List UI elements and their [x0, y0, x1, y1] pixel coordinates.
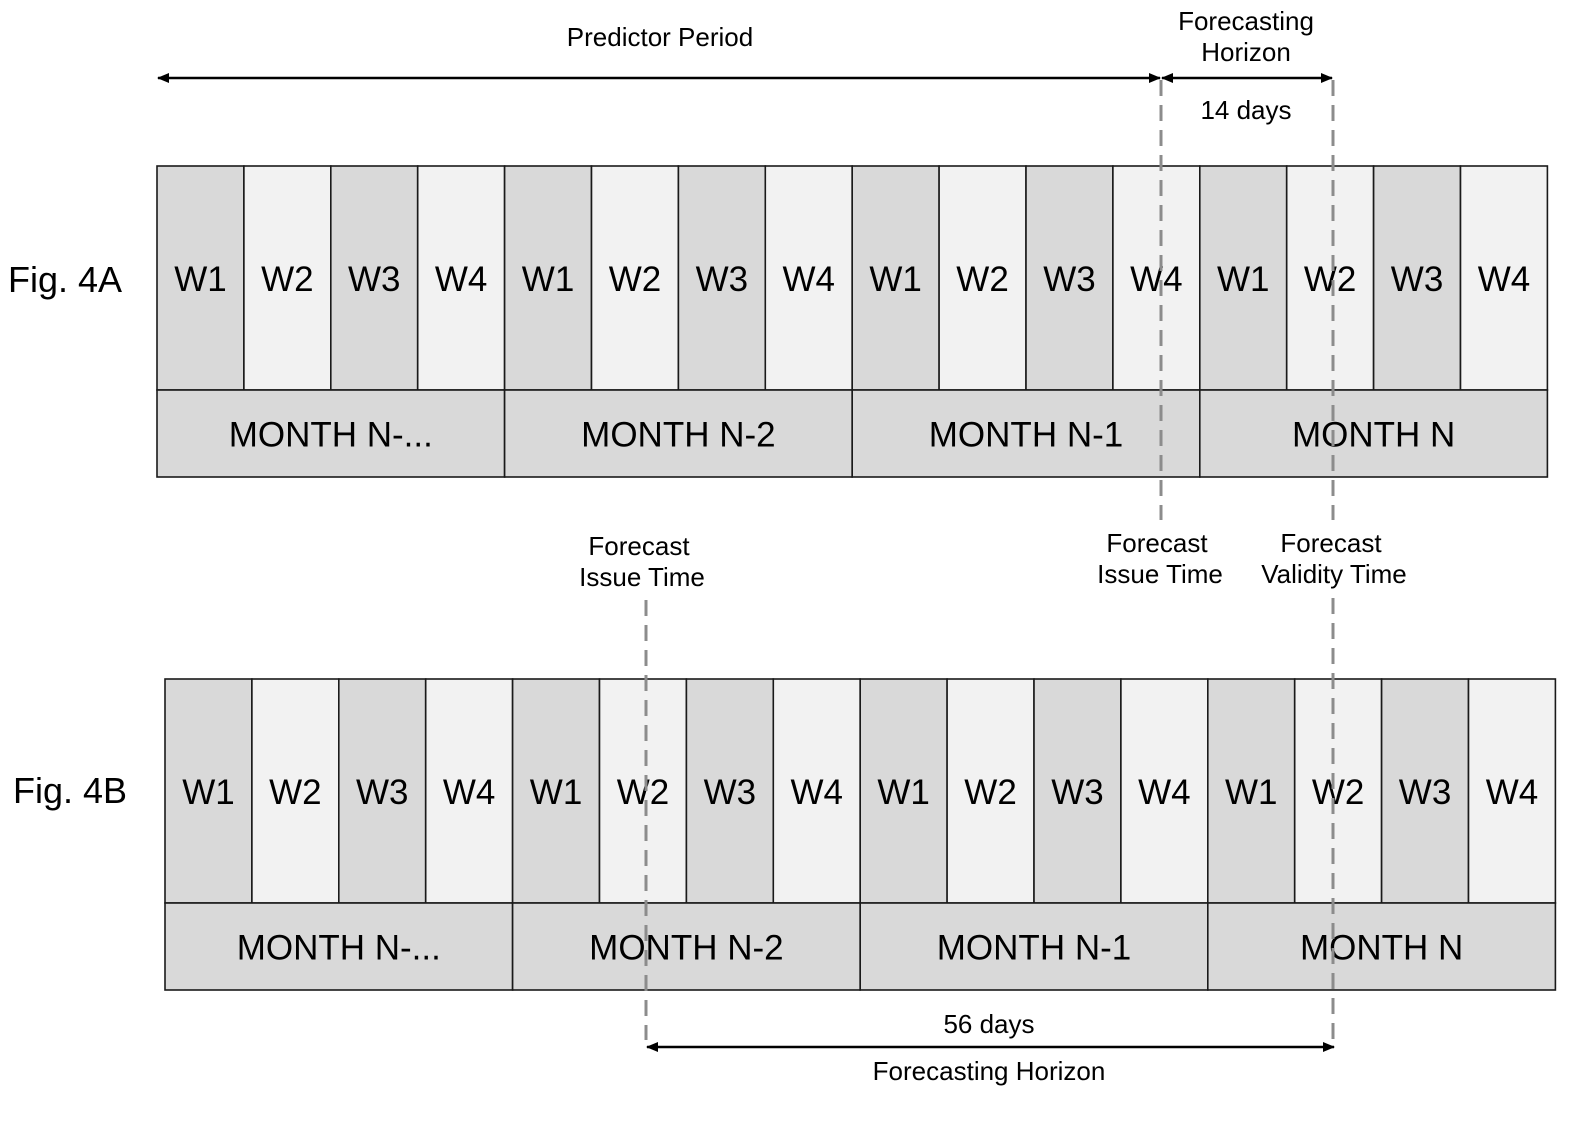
week-cell [156, 165, 245, 391]
week-label: W4 [1478, 260, 1531, 299]
week-label: W1 [1217, 260, 1270, 299]
week-cell [416, 165, 506, 391]
month-label: MONTH N-1 [929, 416, 1123, 455]
week-cell [1207, 678, 1296, 904]
month-cell [851, 389, 1201, 478]
validity-time-label-line2: Validity Time [1261, 559, 1406, 589]
week-cell [1199, 165, 1288, 391]
week-cell [164, 678, 253, 904]
predictor-period-label: Predictor Period [567, 22, 753, 52]
month-label: MONTH N-2 [589, 929, 783, 968]
month-label: MONTH N-2 [581, 416, 775, 455]
week-label: W3 [348, 260, 401, 299]
week-cell [938, 165, 1027, 391]
horizon-length-56-days: 56 days [943, 1009, 1034, 1039]
week-label: W1 [1225, 773, 1278, 812]
week-cell [1372, 165, 1462, 391]
month-label: MONTH N-... [229, 416, 433, 455]
month-label: MONTH N-1 [937, 929, 1131, 968]
week-label: W2 [1304, 260, 1357, 299]
forecasting-horizon-title-line1: Forecasting [1178, 6, 1314, 36]
issue-time-label-line2: Issue Time [1097, 559, 1223, 589]
validity-time-label-line1: Forecast [1280, 528, 1382, 558]
week-label: W4 [1486, 773, 1539, 812]
week-label: W3 [1391, 260, 1444, 299]
week-cell [1033, 678, 1122, 904]
month-label: MONTH N [1292, 416, 1455, 455]
week-label: W2 [261, 260, 314, 299]
week-label: W2 [617, 773, 670, 812]
month-cell [859, 902, 1209, 991]
week-label: W1 [877, 773, 930, 812]
week-label: W4 [443, 773, 496, 812]
week-cell [424, 678, 514, 904]
week-label: W2 [1312, 773, 1365, 812]
week-label: W1 [530, 773, 583, 812]
week-cell [251, 678, 340, 904]
week-cell [1025, 165, 1114, 391]
week-label: W3 [696, 260, 749, 299]
week-label: W3 [1051, 773, 1104, 812]
figure-4b-label: Fig. 4B [13, 770, 127, 811]
week-label: W2 [956, 260, 1009, 299]
month-cell [511, 902, 861, 991]
week-label: W4 [435, 260, 488, 299]
figure-4a-label: Fig. 4A [8, 259, 122, 300]
week-cell [243, 165, 332, 391]
week-cell [1112, 165, 1201, 391]
issue-time-4b-label-line2: Issue Time [579, 562, 705, 592]
week-label: W3 [704, 773, 757, 812]
week-label: W2 [964, 773, 1017, 812]
issue-time-label-line1: Forecast [1106, 528, 1208, 558]
week-label: W2 [609, 260, 662, 299]
week-cell [859, 678, 948, 904]
forecasting-horizon-4b-title: Forecasting Horizon [873, 1056, 1106, 1086]
week-label: W1 [522, 260, 575, 299]
issue-time-4b-label-line1: Forecast [588, 531, 690, 561]
week-cell [1459, 165, 1549, 391]
month-cell [1199, 389, 1549, 478]
week-cell [677, 165, 767, 391]
week-cell [329, 165, 419, 391]
month-label: MONTH N [1300, 929, 1463, 968]
week-label: W4 [791, 773, 844, 812]
week-label: W3 [1043, 260, 1096, 299]
horizon-length-14-days: 14 days [1200, 95, 1291, 125]
week-cell [503, 165, 593, 391]
week-cell [511, 678, 601, 904]
week-cell [337, 678, 427, 904]
week-label: W1 [182, 773, 235, 812]
week-label: W1 [869, 260, 922, 299]
week-label: W1 [174, 260, 227, 299]
week-cell [1380, 678, 1470, 904]
week-label: W3 [1399, 773, 1452, 812]
forecasting-horizon-title-line2: Horizon [1201, 37, 1291, 67]
month-label: MONTH N-... [237, 929, 441, 968]
week-cell [1285, 165, 1375, 391]
month-cell [156, 389, 506, 478]
week-label: W4 [1138, 773, 1191, 812]
month-cell [1207, 902, 1557, 991]
week-label: W2 [269, 773, 322, 812]
month-cell [503, 389, 854, 478]
week-label: W4 [783, 260, 836, 299]
week-label: W3 [356, 773, 409, 812]
week-label: W4 [1130, 260, 1183, 299]
week-cell [598, 678, 688, 904]
